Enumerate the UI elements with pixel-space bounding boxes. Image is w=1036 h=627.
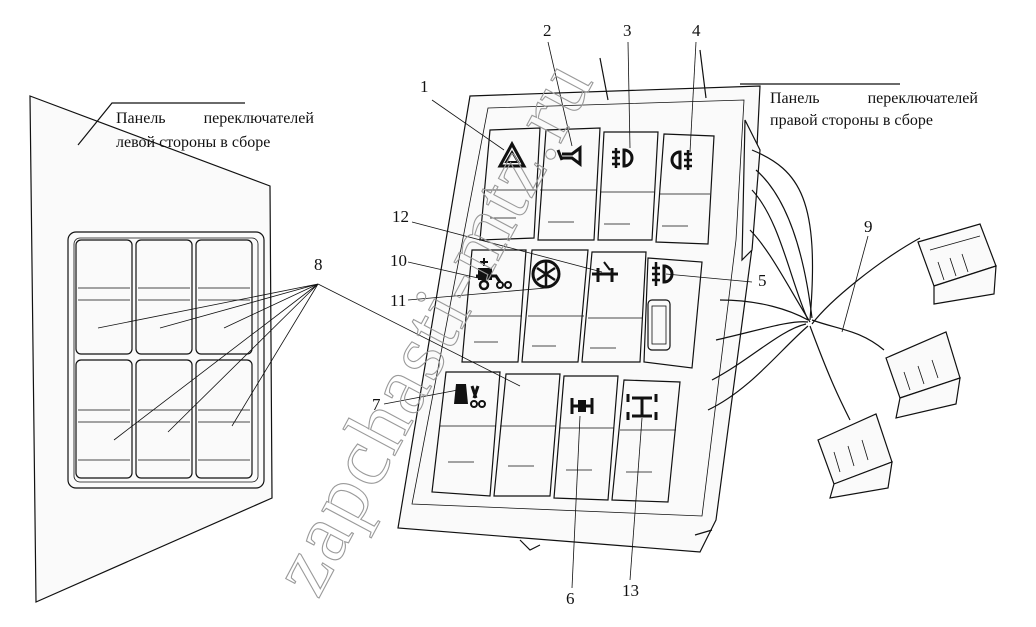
callout-leaders [97, 41, 869, 589]
callout-5: 5 [758, 271, 767, 290]
left-panel-label-word2: переключателей [203, 110, 314, 127]
right-panel-label-line2: правой стороны в сборе [770, 112, 933, 129]
connector-top [917, 223, 997, 305]
callout-9: 9 [864, 217, 873, 236]
left-panel-switch-grid [75, 239, 253, 479]
callout-11: 11 [390, 291, 407, 310]
left-panel-label-word1: Панель [116, 110, 166, 127]
work-light-icon [652, 262, 674, 286]
left-panel-label: Панель переключателей [116, 110, 314, 128]
callout-6: 6 [566, 589, 575, 608]
horn-icon [556, 145, 582, 167]
callout-2: 2 [543, 21, 552, 40]
right-panel-label-word1: Панель [770, 90, 820, 107]
callout-1: 1 [420, 77, 429, 96]
right-panel-label: Панель переключателей [770, 90, 978, 108]
callout-7: 7 [372, 395, 381, 414]
hazard-warning-icon [497, 140, 527, 168]
left-switch-panel [29, 95, 273, 603]
trailer-brake-warning-icon [454, 384, 486, 408]
wiring-harness [707, 149, 921, 421]
differential-lock-icon [531, 259, 561, 289]
front-axle-drive-icon [570, 398, 594, 414]
axle-drive-icon [626, 394, 658, 420]
callout-10: 10 [390, 251, 407, 270]
front-fog-light-icon [612, 148, 634, 168]
callout-4: 4 [692, 21, 701, 40]
callout-12: 12 [392, 207, 409, 226]
right-panel-switch-grid [431, 127, 715, 503]
connector-middle [885, 331, 961, 419]
four-wheel-drive-icon [592, 261, 618, 282]
right-panel-label-word2: переключателей [867, 90, 978, 107]
left-panel-label-line2: левой стороны в сборе [116, 134, 271, 151]
callout-8: 8 [314, 255, 323, 274]
connector-bottom [817, 413, 893, 499]
callout-3: 3 [623, 21, 632, 40]
callout-13: 13 [622, 581, 639, 600]
rear-axle-lift-icon [476, 258, 512, 291]
rear-fog-light-icon [670, 150, 692, 170]
